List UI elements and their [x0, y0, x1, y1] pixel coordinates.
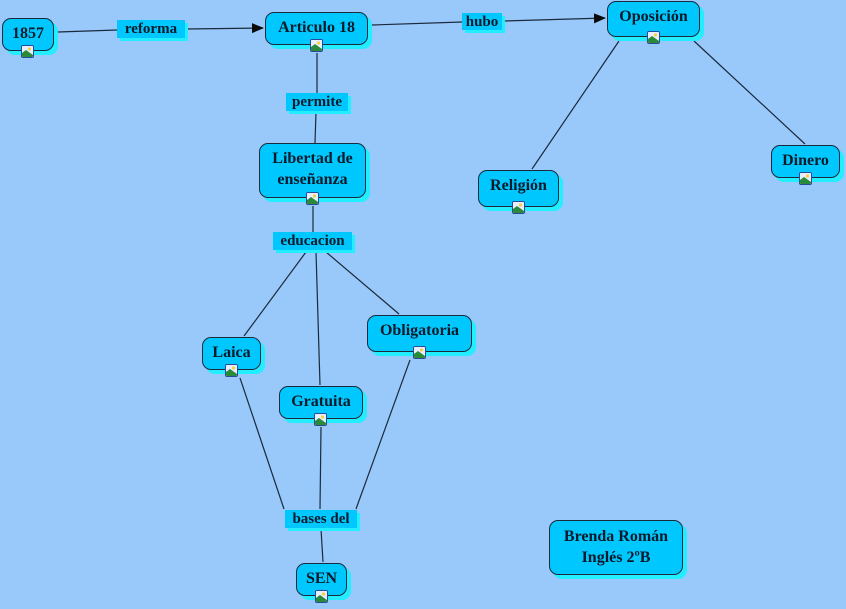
- image-icon[interactable]: [314, 590, 328, 603]
- node-obligatoria[interactable]: Obligatoria: [367, 315, 472, 359]
- node-libertad-de-ensenanza[interactable]: Libertad de enseñanza: [259, 143, 366, 205]
- link-label-permite[interactable]: permite: [286, 93, 348, 111]
- node-sen[interactable]: SEN: [296, 563, 347, 603]
- line-oposicion-dinero: [693, 40, 806, 145]
- line-educacion-gratuita: [315, 251, 321, 386]
- node-obligatoria-label: Obligatoria: [379, 322, 460, 339]
- link-label-bases-del[interactable]: bases del: [285, 510, 357, 528]
- author-class: Inglés 2ºB: [581, 549, 651, 566]
- line-hubo-oposicion: [503, 13, 606, 24]
- image-icon[interactable]: [21, 45, 34, 58]
- node-gratuita-label: Gratuita: [291, 393, 351, 410]
- image-icon[interactable]: [314, 413, 327, 426]
- node-articulo-18[interactable]: Articulo 18: [265, 12, 368, 52]
- node-1857[interactable]: 1857: [2, 18, 54, 58]
- image-icon[interactable]: [224, 364, 238, 377]
- node-articulo-18-label: Articulo 18: [278, 19, 355, 36]
- image-icon[interactable]: [309, 39, 323, 52]
- node-gratuita[interactable]: Gratuita: [279, 386, 363, 426]
- node-dinero[interactable]: Dinero: [771, 145, 840, 185]
- link-label-hubo[interactable]: hubo: [462, 13, 502, 30]
- node-author[interactable]: Brenda Román Inglés 2ºB: [549, 520, 683, 575]
- node-dinero-label: Dinero: [782, 152, 829, 169]
- node-oposicion[interactable]: Oposición: [607, 1, 700, 44]
- line-educacion-laica: [243, 251, 307, 337]
- line-obligatoria-basesdel: [355, 359, 411, 510]
- node-libertad-label-line1: Libertad de: [272, 150, 353, 167]
- author-name: Brenda Román: [563, 528, 669, 545]
- line-laica-basesdel: [239, 377, 285, 510]
- node-religion[interactable]: Religión: [478, 170, 559, 214]
- line-educacion-obligatoria: [325, 251, 400, 315]
- line-1857-reforma: [57, 29, 118, 33]
- node-laica-label: Laica: [212, 344, 251, 361]
- node-1857-label: 1857: [12, 25, 44, 42]
- image-icon[interactable]: [798, 172, 812, 185]
- image-icon[interactable]: [305, 192, 319, 205]
- line-basesdel-sen: [320, 528, 324, 563]
- node-libertad-label-line2: enseñanza: [277, 171, 348, 188]
- link-label-educacion[interactable]: educacion: [273, 232, 352, 250]
- line-gratuita-basesdel: [319, 426, 322, 510]
- link-label-reforma[interactable]: reforma: [117, 20, 185, 38]
- line-reforma-articulo18: [185, 23, 264, 34]
- image-icon[interactable]: [646, 31, 660, 44]
- image-icon[interactable]: [511, 201, 525, 214]
- line-articulo18-hubo: [371, 21, 463, 26]
- node-religion-label: Religión: [490, 177, 547, 194]
- node-oposicion-label: Oposición: [619, 8, 688, 25]
- node-laica[interactable]: Laica: [202, 337, 261, 377]
- image-icon[interactable]: [412, 346, 426, 359]
- line-oposicion-religion: [531, 40, 620, 170]
- line-permite-libertad: [314, 111, 317, 144]
- node-sen-label: SEN: [305, 570, 338, 587]
